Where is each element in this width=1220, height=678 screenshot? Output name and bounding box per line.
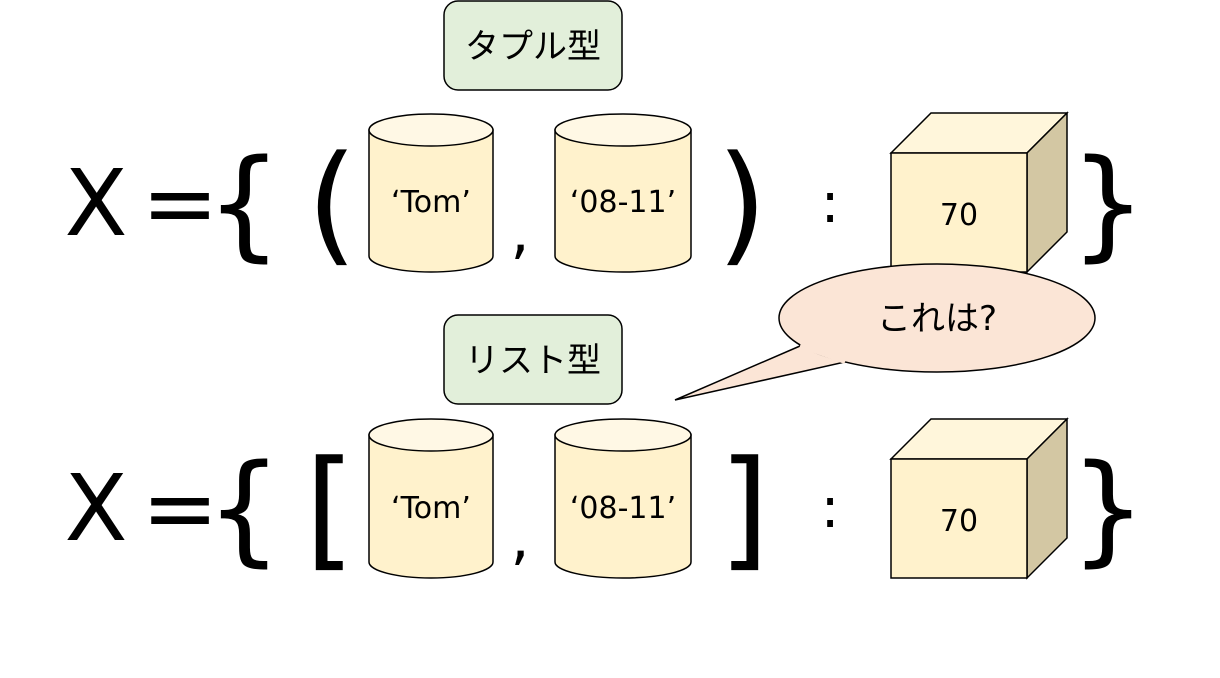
tuple-label-text: タプル型 — [465, 27, 601, 67]
cylinder-body — [368, 129, 494, 273]
tuple-equals-sign: = — [141, 150, 218, 257]
cylinder-top — [368, 113, 494, 147]
list-colon: : — [821, 476, 840, 541]
list-row: リスト型 X = { [ ‘Tom’ , ‘08-11’ ] : 70 } — [64, 314, 1146, 584]
list-brace-open: { — [206, 440, 282, 579]
tuple-item-cylinder-date: ‘08-11’ — [554, 113, 692, 273]
tuple-brace-close: } — [1070, 135, 1146, 274]
list-value: 70 — [940, 504, 978, 539]
speech-bubble-text: これは? — [877, 299, 997, 339]
tuple-value: 70 — [940, 198, 978, 233]
tuple-item-tom: ‘Tom’ — [391, 185, 471, 220]
list-bracket-open: [ — [305, 432, 356, 584]
list-label-box — [443, 314, 623, 405]
list-brace-close: } — [1070, 440, 1146, 579]
list-variable-x: X — [64, 455, 127, 562]
tuple-type-label: タプル型 — [443, 0, 623, 91]
tuple-item-cylinder-tom: ‘Tom’ — [368, 113, 494, 273]
list-bracket-close: ] — [719, 432, 770, 584]
cube-front — [890, 152, 1028, 273]
list-type-label: リスト型 — [443, 314, 623, 405]
tuple-label-box — [443, 0, 623, 91]
tuple-comma: , — [510, 197, 529, 267]
list-item-tom: ‘Tom’ — [391, 491, 471, 526]
cylinder-body — [554, 434, 692, 579]
tuple-paren-close: ) — [717, 127, 768, 279]
tuple-paren-open: ( — [307, 127, 358, 279]
cylinder-top — [554, 113, 692, 147]
tuple-value-cube: 70 — [889, 111, 1069, 274]
list-equals-sign: = — [141, 455, 218, 562]
speech-bubble-body — [778, 263, 1096, 373]
list-label-text: リスト型 — [465, 341, 601, 381]
list-item-cylinder-tom: ‘Tom’ — [368, 418, 494, 579]
list-item-cylinder-date: ‘08-11’ — [554, 418, 692, 579]
tuple-brace-open: { — [206, 135, 282, 274]
list-value-cube: 70 — [889, 417, 1069, 580]
cylinder-top — [368, 418, 494, 452]
cube-front — [890, 458, 1028, 579]
tuple-row: タプル型 X = { ( ‘Tom’ , ‘08-11’ ) : 70 } — [64, 0, 1146, 279]
list-item-date: ‘08-11’ — [570, 491, 676, 526]
tuple-colon: : — [821, 171, 840, 236]
tuple-variable-x: X — [64, 150, 127, 257]
speech-bubble-joint — [799, 344, 846, 364]
cylinder-body — [368, 434, 494, 579]
list-comma: , — [510, 503, 529, 573]
cylinder-top — [554, 418, 692, 452]
tuple-item-date: ‘08-11’ — [570, 185, 676, 220]
cylinder-body — [554, 129, 692, 273]
speech-bubble: これは? — [674, 263, 1096, 401]
